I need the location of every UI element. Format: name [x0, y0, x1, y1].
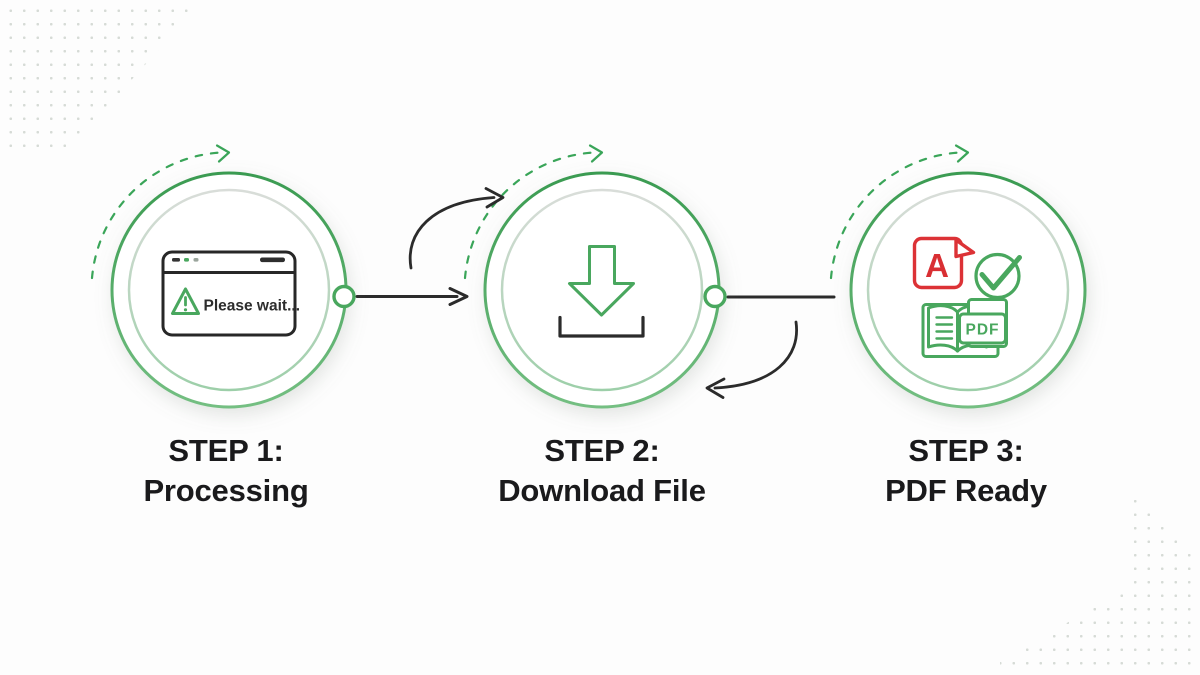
file-a-icon: A	[912, 236, 976, 290]
download-arrow-icon	[558, 245, 645, 338]
connector-step2-step3	[705, 295, 836, 399]
arc-arrowhead-icon	[588, 144, 604, 163]
arc-arrowhead-icon	[954, 144, 970, 163]
book-text-lines	[935, 316, 954, 340]
pdf-document-set-icon: A	[912, 236, 1022, 358]
check-circle-icon	[974, 252, 1022, 300]
arc-arrowhead-icon	[215, 144, 231, 163]
download-tray-icon	[558, 315, 645, 338]
dashed-arc-step-1	[90, 144, 231, 280]
window-menu-dash-icon	[260, 257, 285, 263]
connector-step1-step2	[355, 187, 505, 306]
step-title: STEP 3:	[908, 433, 1024, 468]
window-dot-icon	[172, 258, 180, 262]
step-subtitle: Processing	[143, 473, 309, 508]
pdf-badge-text: PDF	[966, 322, 1000, 339]
file-letter-text: A	[925, 247, 949, 284]
please-wait-text: Please wait...	[204, 298, 301, 315]
step-title: STEP 2:	[544, 433, 660, 468]
step-3-circle	[849, 171, 1087, 409]
dashed-arc-step-3	[829, 144, 970, 280]
step-title: STEP 1:	[168, 433, 284, 468]
step-1-label: STEP 1: Processing	[26, 431, 426, 511]
step-3-label: STEP 3: PDF Ready	[766, 431, 1166, 511]
window-dot-icon	[193, 258, 199, 262]
curved-arrowhead-icon	[705, 377, 726, 399]
window-dot-icon	[184, 258, 189, 262]
arrowhead-right-icon	[448, 287, 469, 306]
pdf-badge-icon: PDF	[958, 298, 1008, 348]
progress-node-icon	[703, 284, 727, 309]
progress-node-icon	[332, 284, 356, 309]
browser-window-please-wait-icon: Please wait...	[161, 250, 301, 337]
warning-triangle-icon	[171, 287, 200, 315]
step-subtitle: PDF Ready	[885, 473, 1047, 508]
step-2-label: STEP 2: Download File	[402, 431, 802, 511]
curved-arrowhead-icon	[484, 187, 505, 209]
dashed-arc-step-2	[463, 144, 604, 280]
curved-arrow-down-icon	[713, 320, 798, 390]
curved-arrow-up-icon	[408, 196, 496, 270]
step-subtitle: Download File	[498, 473, 706, 508]
